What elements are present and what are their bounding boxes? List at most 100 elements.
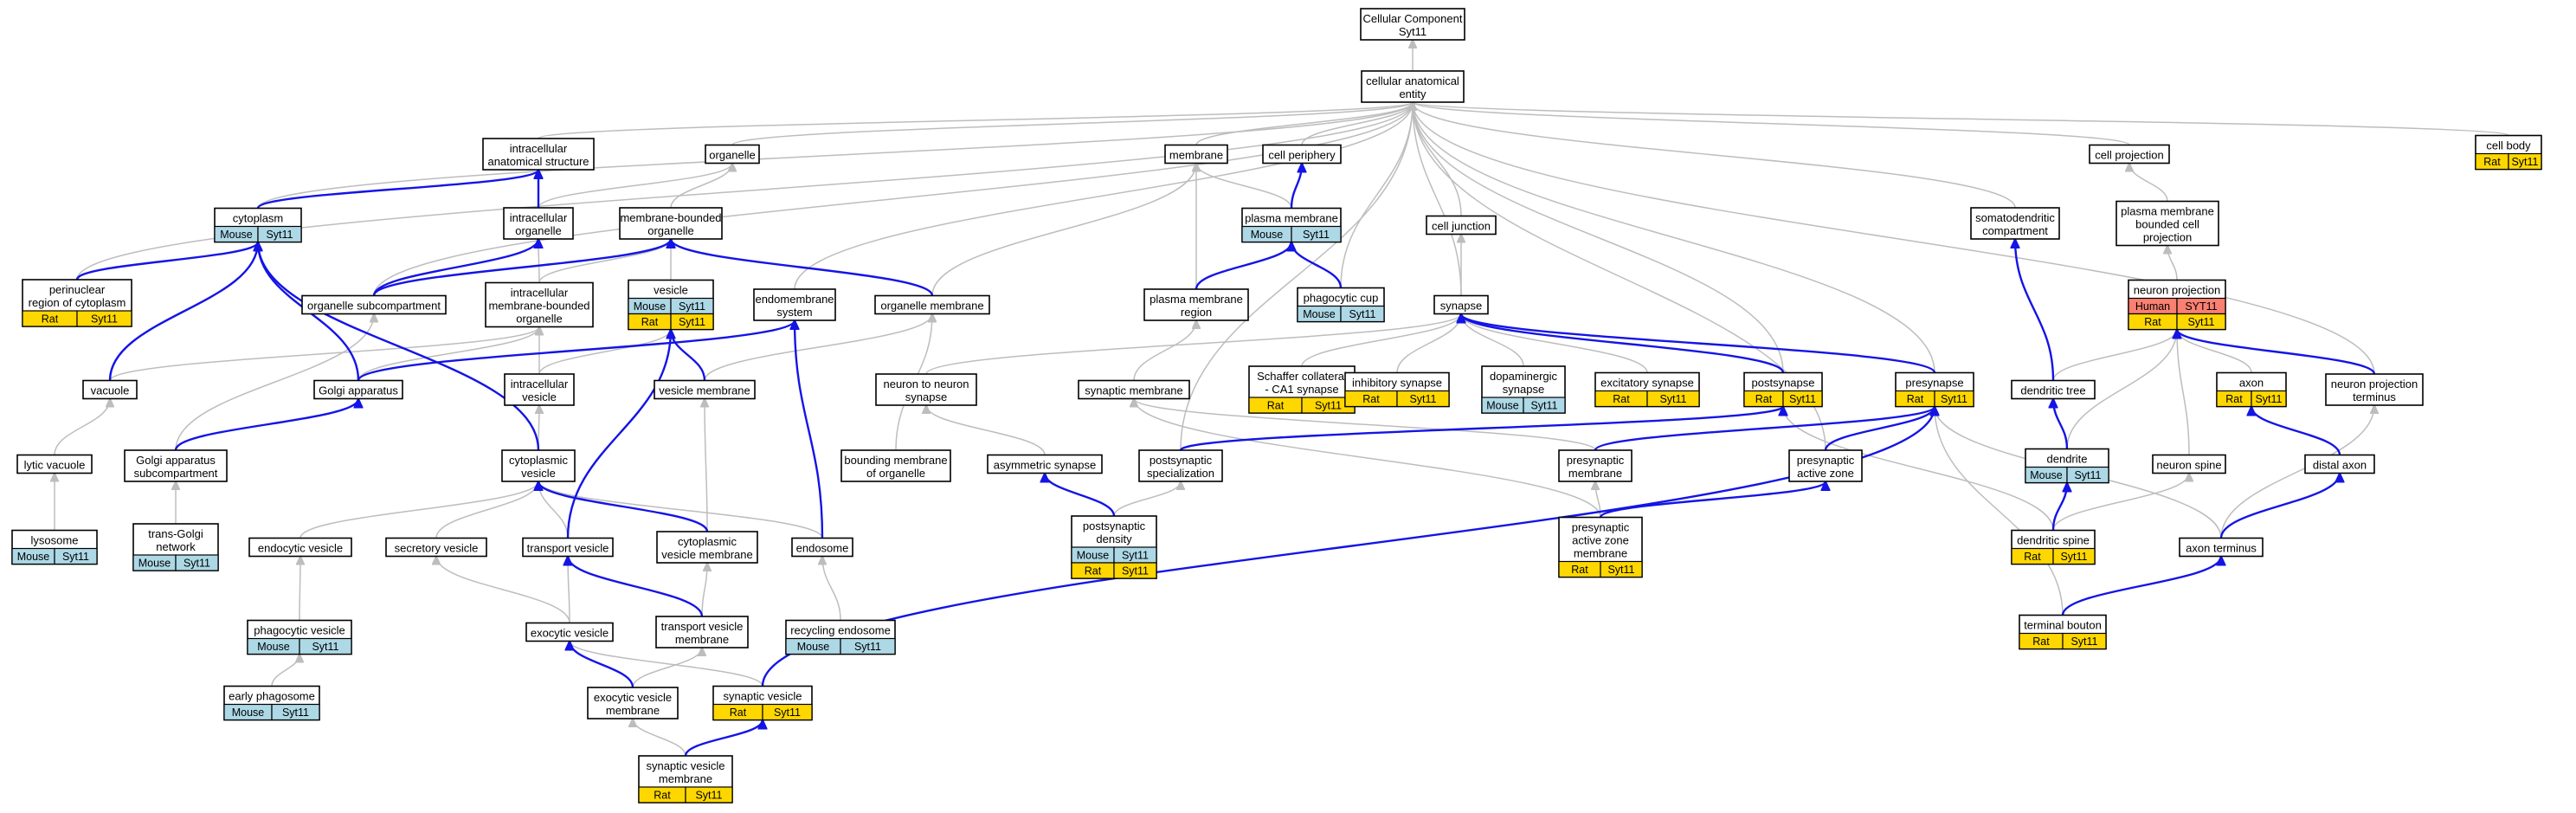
node-transport[interactable]: transport vesicle (522, 537, 614, 558)
edge-cytoplasm-to-ias (256, 170, 538, 210)
rat-gene-cell (685, 786, 733, 803)
node-label: inhibitory synapse (1352, 377, 1442, 390)
node-cellproj[interactable]: cell projection (2089, 144, 2170, 165)
node-golgi[interactable]: Golgi apparatus (313, 379, 403, 400)
node-endosome[interactable]: endosome (791, 537, 853, 558)
node-vacuole[interactable]: vacuole (82, 379, 138, 400)
edge-imbo-to-intraorg (538, 239, 539, 283)
species-label: Mouse (1486, 400, 1519, 412)
node-secretory[interactable]: secretory vesicle (385, 537, 487, 558)
node-orgmem[interactable]: organelle membrane (874, 294, 990, 315)
gene-label: Syt11 (854, 641, 881, 653)
node-vesmem[interactable]: vesicle membrane (654, 379, 756, 400)
mouse-gene-cell (840, 637, 896, 655)
rat-gene-cell (762, 703, 813, 721)
edge-cytovesmem-to-vesmem (705, 399, 707, 532)
edge-presyn-to-cae (1413, 102, 1935, 373)
node-exocytic[interactable]: exocytic vesicle (525, 622, 614, 642)
node-label: vesicle membrane (659, 384, 750, 397)
node-box (248, 537, 352, 558)
node-dendtree[interactable]: dendritic tree (2011, 379, 2096, 400)
node-label: bounding membrane (844, 454, 947, 467)
node-box (1360, 8, 1465, 41)
node-box (2089, 144, 2170, 165)
node-lyticvac[interactable]: lytic vacuole (16, 454, 93, 474)
species-label: Rat (1907, 393, 1924, 405)
node-cellperiph[interactable]: cell periphery (1262, 144, 1342, 165)
node-asymsyn[interactable]: asymmetric synapse (987, 454, 1103, 474)
node-distalaxon[interactable]: distal axon (2304, 454, 2375, 474)
node-axonterm[interactable]: axon terminus (2179, 537, 2264, 558)
node-label: membrane (659, 772, 712, 785)
node-label: transport vesicle (527, 542, 609, 555)
node-endocytic[interactable]: endocytic vesicle (248, 537, 352, 558)
node-organelle[interactable]: organelle (705, 144, 760, 165)
node-label: projection (2143, 231, 2192, 244)
gene-label: Syt11 (1349, 308, 1375, 320)
node-orgsubcomp[interactable]: organelle subcompartment (301, 294, 447, 315)
edge-orgsubcomp-to-cae (373, 102, 1413, 296)
node-membrane[interactable]: membrane (1164, 144, 1228, 165)
gene-label: Syt11 (312, 641, 338, 653)
species-label: Rat (2225, 393, 2243, 405)
mouse-gene-cell (175, 554, 219, 571)
species-label: Rat (641, 316, 659, 328)
node-synapse[interactable]: synapse (1433, 294, 1489, 315)
node-synmem[interactable]: synaptic membrane (1078, 379, 1190, 400)
node-spine[interactable]: neuron spine (2152, 454, 2226, 474)
node-celljunction[interactable]: cell junction (1426, 215, 1497, 236)
edge-azmem-to-activezone (1599, 481, 1826, 519)
edge-bouton-to-presyn (1935, 407, 2064, 616)
gene-label: Syt11 (774, 707, 801, 719)
node-label: presynaptic (1797, 454, 1855, 467)
